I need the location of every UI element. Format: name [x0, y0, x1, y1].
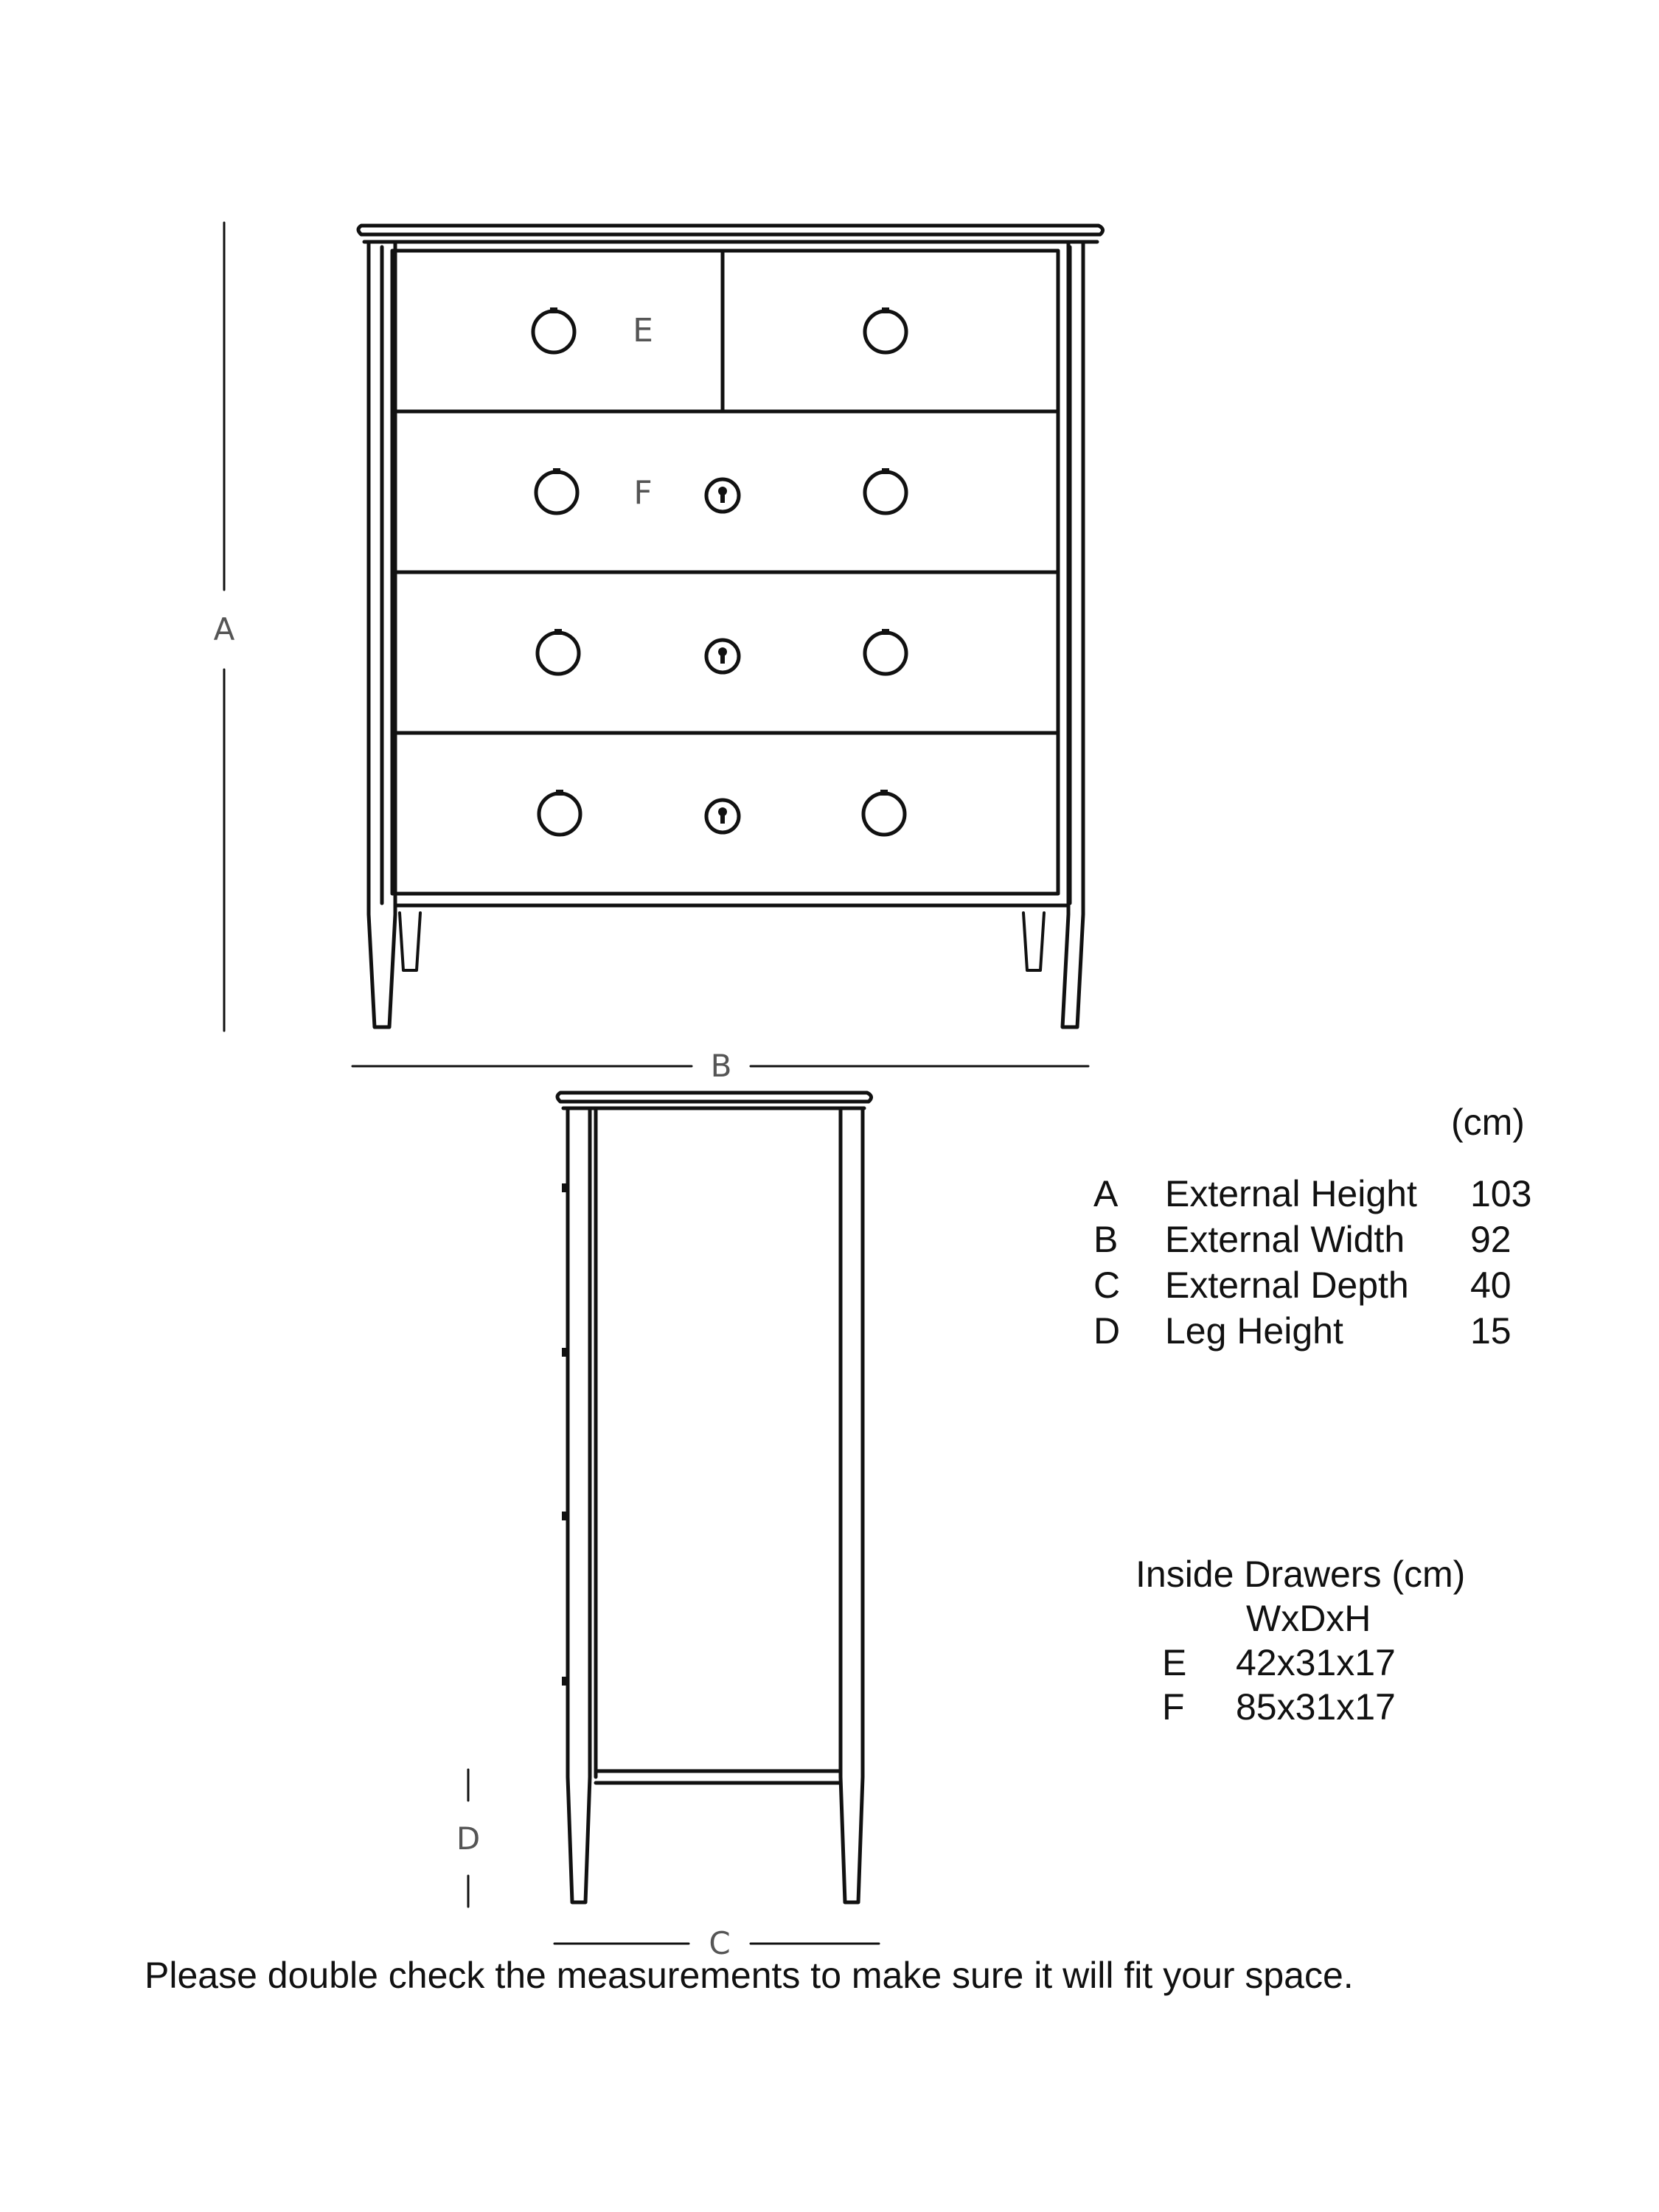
side-view: [555, 1091, 873, 1905]
ring-handle-icon: [861, 791, 907, 837]
keyhole-icon: [704, 798, 741, 835]
ring-handle-icon: [535, 630, 581, 676]
drawer-f-label: F: [633, 474, 652, 512]
external-unit: (cm): [1451, 1102, 1525, 1143]
side-top: [555, 1091, 873, 1104]
front-top: [356, 223, 1105, 237]
front-view: [356, 223, 1105, 1029]
inside-subtitle: WxDxH: [1246, 1598, 1371, 1639]
drawer-e-right: [720, 248, 1060, 414]
external-row-value: 40: [1470, 1265, 1512, 1306]
inside-row-value: 42x31x17: [1236, 1642, 1396, 1683]
keyhole-icon: [704, 638, 741, 675]
external-row-value: 15: [1470, 1310, 1512, 1352]
dimension-d-label: D: [456, 1820, 480, 1857]
inside-title: Inside Drawers (cm): [1135, 1554, 1466, 1595]
back-right-leg: [1022, 911, 1046, 972]
ring-handle-icon: [537, 791, 582, 837]
external-row-value: 103: [1470, 1173, 1532, 1214]
side-back-leg: [838, 1106, 865, 1905]
drawer-e-left: [390, 248, 725, 414]
inside-row-key: F: [1162, 1686, 1185, 1728]
front-right-leg: [1060, 240, 1085, 1029]
ring-handle-icon: [531, 309, 577, 355]
external-row-label: External Height: [1165, 1173, 1417, 1214]
handle-lugs: [550, 307, 889, 796]
keyhole-slots: [718, 487, 727, 824]
ring-handle-icon: [534, 470, 580, 515]
external-row-label: External Width: [1165, 1219, 1405, 1260]
drawer-4: [390, 731, 1060, 896]
ring-handle-icon: [863, 309, 908, 355]
dimension-c-label: C: [709, 1925, 730, 1961]
dimension-b-label: B: [711, 1048, 732, 1084]
inside-row-key: E: [1162, 1642, 1187, 1683]
dimension-a-label: A: [214, 611, 235, 647]
external-row-key: A: [1093, 1173, 1119, 1214]
external-row-key: B: [1093, 1219, 1119, 1260]
drawer-e-label: E: [633, 312, 653, 349]
front-left-leg: [366, 240, 397, 1029]
ring-handle-icon: [863, 630, 908, 676]
back-left-leg: [398, 911, 422, 972]
external-row-value: 92: [1470, 1219, 1512, 1260]
fit-note: Please double check the measurements to …: [145, 1955, 1354, 1996]
external-row-label: External Depth: [1165, 1265, 1409, 1306]
dimension-lines: [223, 221, 1090, 1945]
side-front-leg: [566, 1106, 592, 1905]
side-drawer-knobs: [562, 1183, 568, 1686]
external-row-label: Leg Height: [1165, 1310, 1343, 1352]
ring-handle-icon: [863, 470, 908, 515]
keyhole-escutcheons: [704, 477, 741, 835]
external-row-key: C: [1093, 1265, 1121, 1306]
external-row-key: D: [1093, 1310, 1121, 1352]
keyhole-icon: [704, 477, 741, 514]
inside-row-value: 85x31x17: [1236, 1686, 1396, 1728]
